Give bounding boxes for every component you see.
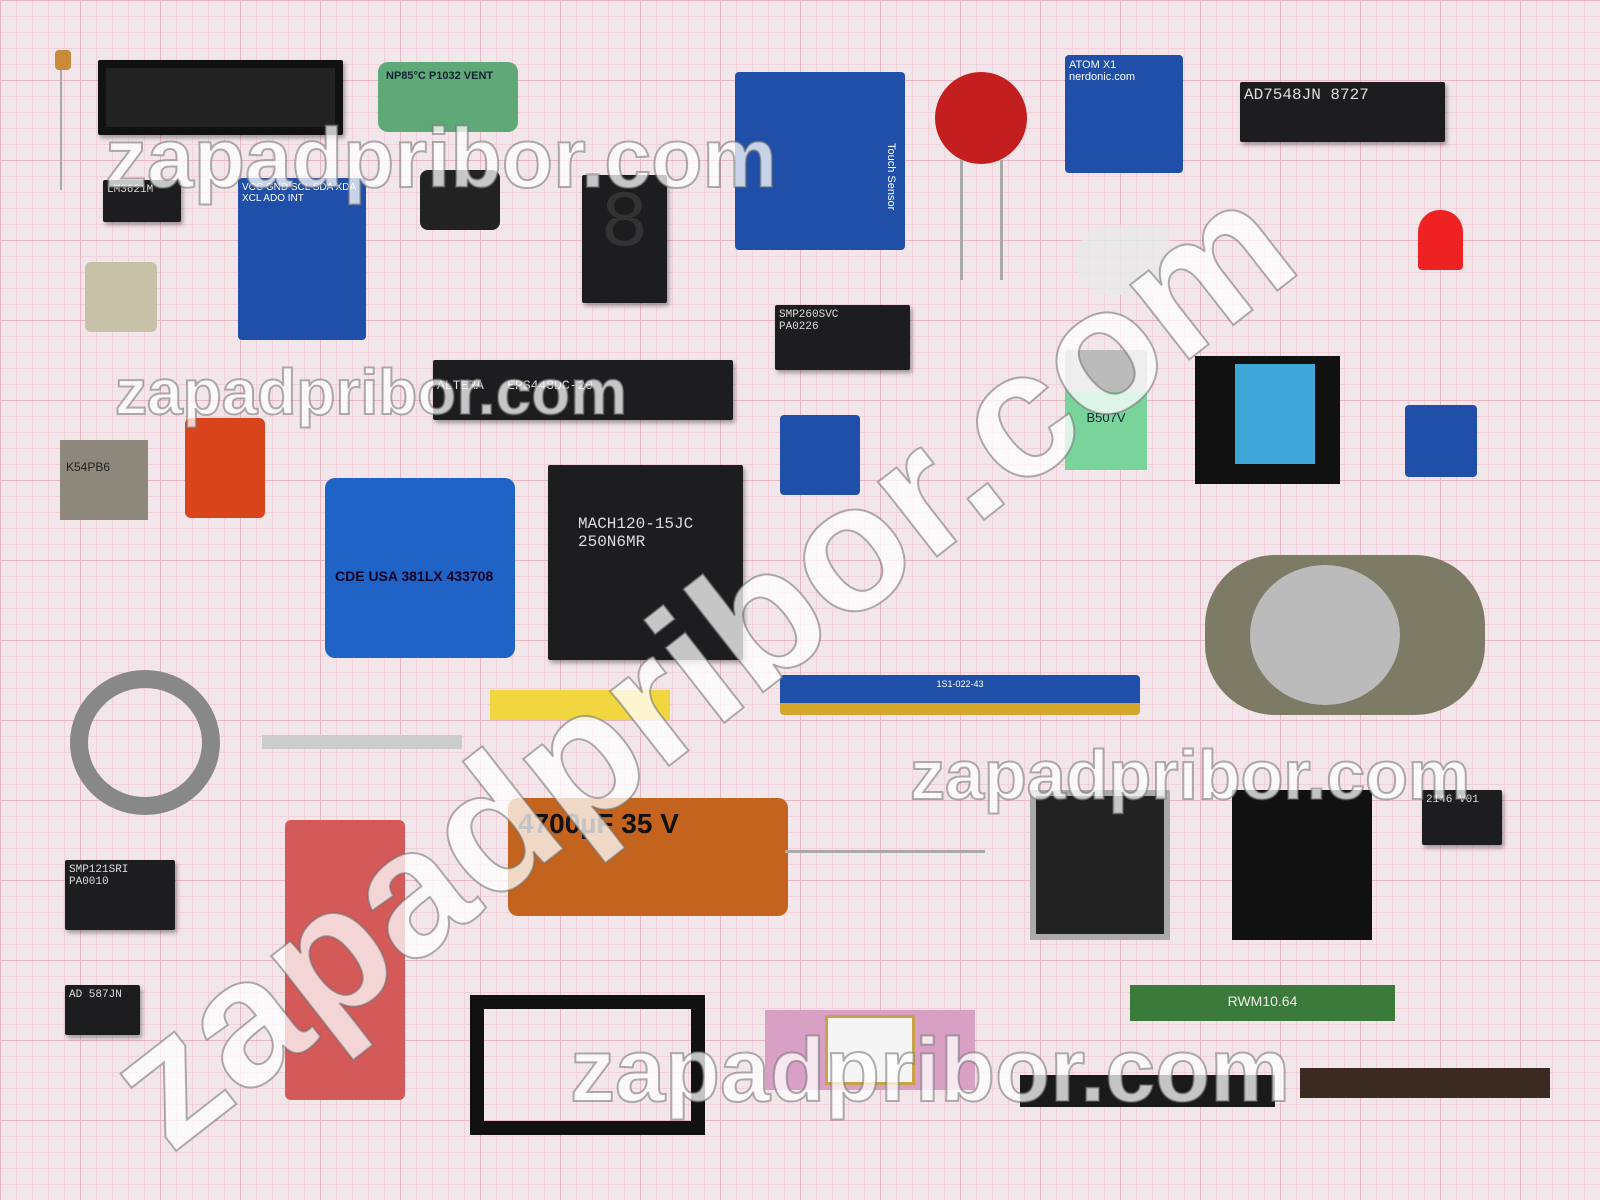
resistor-network — [490, 690, 670, 720]
dip-socket — [470, 995, 705, 1135]
potentiometer — [262, 735, 462, 749]
ceramic-capacitor — [55, 50, 71, 70]
led-red — [1418, 210, 1463, 270]
k54-ic: K54РВ6 — [60, 440, 148, 520]
film-capacitor-red — [185, 418, 265, 518]
mpu-pin-labels: VCC GND SCL SDA XDA XCL ADO INT — [242, 182, 356, 204]
touch-sensor-module: Touch Sensor — [735, 72, 905, 250]
2146-chip: 2146 V01 — [1422, 790, 1502, 845]
washer — [70, 670, 220, 815]
seven-segment-display: 8 — [582, 175, 667, 303]
module-black-square — [1030, 790, 1170, 940]
sensor-module-red — [285, 820, 405, 1100]
wirewound-resistor: RWM10.64 — [1130, 985, 1395, 1021]
altera-label: ALTERA — [437, 378, 484, 393]
edge-connector: 1S1-022-43 — [780, 675, 1140, 715]
led-clear — [1075, 225, 1170, 295]
ad587-chip: AD 587JN — [65, 985, 140, 1035]
touch-sensor-label: Touch Sensor — [885, 142, 897, 210]
eprom-chip: ALTERA EPS448DC-20 — [433, 360, 733, 420]
lm3621-label: LM3621M — [107, 184, 154, 196]
v2146-label: 2146 V01 — [1426, 794, 1479, 806]
sip-resistor-2 — [1300, 1068, 1550, 1098]
pa0010-label: PA0010 — [69, 876, 109, 888]
inductor — [420, 170, 500, 230]
eps-label: EPS448DC-20 — [507, 378, 594, 393]
watermark: zapadpribor.com — [909, 735, 1471, 815]
dht11-sensor — [1195, 356, 1340, 484]
trimmer-potentiometer — [1405, 405, 1477, 477]
cap4700-label: 4700µF 35 V — [518, 808, 679, 839]
lm3621-chip: LM3621M — [103, 180, 181, 222]
mach-code: 250N6MR — [578, 533, 646, 551]
mpu-module: VCC GND SCL SDA XDA XCL ADO INT — [238, 178, 366, 340]
watermark: zapadpribor.com — [114, 355, 628, 429]
watermark: zapadpribor.com — [104, 110, 778, 206]
ceramic-ic — [765, 1010, 975, 1090]
ad7548-chip: AD7548JN 8727 — [1240, 82, 1445, 142]
b507-label: B507V — [1086, 410, 1126, 425]
varistor — [935, 72, 1027, 164]
trimmer-potentiometer-2 — [780, 415, 860, 495]
thermostat — [1205, 555, 1485, 715]
ad587-label: AD 587JN — [69, 989, 122, 1001]
ic-socket — [98, 60, 343, 135]
atom-label: ATOM X1 — [1069, 59, 1117, 71]
nerdonic-label: nerdonic.com — [1069, 71, 1136, 83]
sip-resistor — [1020, 1075, 1275, 1107]
transistor-to220: B507V — [1065, 350, 1147, 470]
smp121-label: SMP121SRI — [69, 864, 129, 876]
gold-ic — [85, 262, 157, 332]
edge-label: 1S1-022-43 — [936, 679, 984, 689]
mach-label: MACH120-15JC — [578, 515, 694, 533]
electrolytic-capacitor-blue: CDE USA 381LX 433708 — [325, 478, 515, 658]
watermark: zapadpribor.com — [569, 1020, 1291, 1122]
electrolytic-capacitor-green: NP85°C P1032 VENT — [378, 62, 518, 132]
ad7548-code: 8727 — [1330, 86, 1369, 104]
cde-label: CDE USA 381LX 433708 — [335, 568, 494, 584]
ad7548-label: AD7548JN — [1244, 86, 1321, 104]
pa0226-label: PA0226 — [779, 321, 819, 333]
crystal-module — [1232, 790, 1372, 940]
smp260-label: SMP260SVC — [779, 309, 839, 321]
rwm-label: RWM10.64 — [1227, 993, 1298, 1009]
electrolytic-capacitor-4700uf: 4700µF 35 V — [508, 798, 788, 916]
k54-label: K54РВ6 — [66, 460, 111, 474]
